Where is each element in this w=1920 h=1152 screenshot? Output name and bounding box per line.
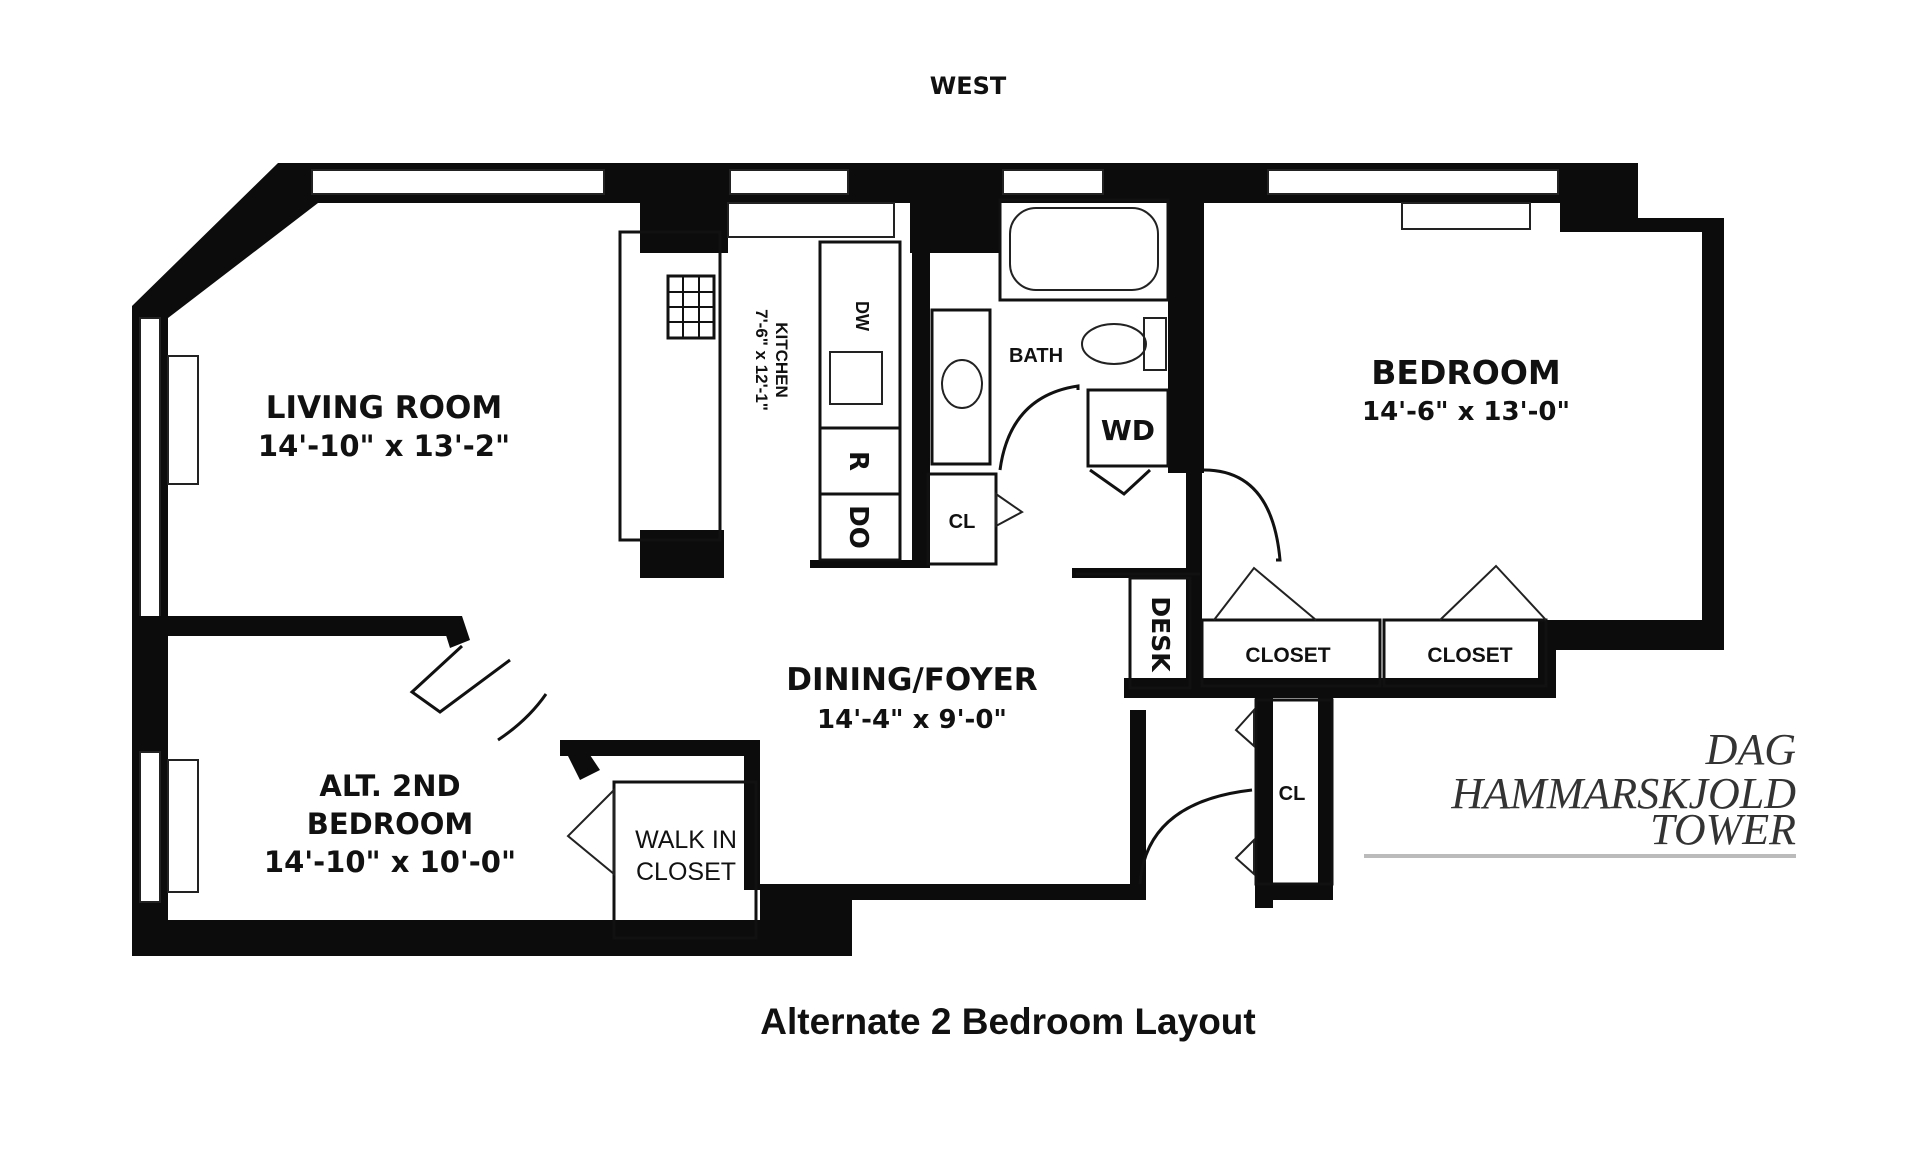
- desk-label: DESK: [1146, 596, 1175, 673]
- bath-label: BATH: [1009, 345, 1063, 367]
- bedroom-area: BEDROOM 14'-6" x 13'-0" CLOSET CLOSET: [1200, 353, 1570, 688]
- interior-walls: [132, 163, 1204, 890]
- walk-in-closet-label-1: WALK IN: [635, 826, 737, 854]
- stove-icon: [666, 274, 716, 340]
- compass-west-label: WEST: [930, 72, 1007, 100]
- kitchen-label: KITCHEN: [772, 322, 791, 398]
- bedroom-dims: 14'-6" x 13'-0": [1362, 397, 1570, 427]
- windows: [139, 169, 1559, 903]
- alt-bedroom-area: ALT. 2ND BEDROOM 14'-10" x 10'-0" WALK I…: [264, 644, 758, 940]
- dining-foyer-dims: 14'-4" x 9'-0": [817, 705, 1007, 735]
- washer-dryer-label: WD: [1101, 414, 1155, 447]
- bathtub-icon: [1009, 207, 1159, 291]
- kitchen-area: KITCHEN 7'-6" x 12'-1" DW R DO: [618, 202, 902, 562]
- dishwasher-label: DW: [852, 301, 872, 331]
- building-logo: DAG HAMMARSKJOLD TOWER: [1364, 725, 1796, 858]
- refrigerator-label: R: [843, 451, 873, 471]
- living-room-label: LIVING ROOM: [266, 390, 502, 426]
- dining-foyer-label: DINING/FOYER: [786, 662, 1038, 698]
- plan-caption: Alternate 2 Bedroom Layout: [760, 1001, 1255, 1042]
- brand-line-1: DAG: [1705, 725, 1796, 774]
- brand-line-3: TOWER: [1650, 805, 1796, 854]
- bedroom-label: BEDROOM: [1371, 353, 1560, 392]
- alt-bedroom-label-1: ALT. 2ND: [319, 769, 460, 803]
- bath-area: BATH WD: [930, 198, 1170, 471]
- kitchen-sink-icon: [829, 351, 883, 405]
- oven-label: DO: [843, 505, 873, 549]
- brand-underline: [1364, 854, 1796, 858]
- toilet-icon: [1081, 317, 1167, 371]
- brand-line-2: HAMMARSKJOLD: [1450, 769, 1796, 818]
- alt-bedroom-dims: 14'-10" x 10'-0": [264, 845, 516, 879]
- walk-in-closet-label-2: CLOSET: [636, 858, 736, 886]
- closet-cl-2-label: CL: [1279, 783, 1306, 805]
- closet-2-label: CLOSET: [1427, 644, 1512, 667]
- living-room-dims: 14'-10" x 13'-2": [258, 429, 510, 463]
- closet-cl-1-label: CL: [949, 511, 976, 533]
- alt-bedroom-label-2: BEDROOM: [307, 807, 473, 841]
- kitchen-dims: 7'-6" x 12'-1": [752, 309, 771, 411]
- closet-1-label: CLOSET: [1245, 644, 1330, 667]
- bath-sink-icon: [941, 359, 983, 409]
